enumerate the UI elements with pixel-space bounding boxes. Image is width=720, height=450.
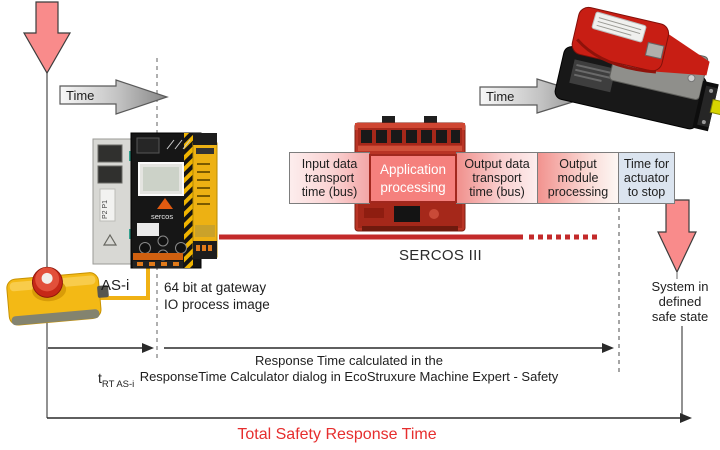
gateway-note-line2: IO process image bbox=[164, 296, 270, 312]
input-data-transport-box: Input data transport time (bus) bbox=[289, 152, 370, 204]
response-caption-line1: Response Time calculated in the bbox=[255, 353, 443, 368]
t-subscript: RT AS-i bbox=[101, 378, 135, 390]
box-text-line: Input data bbox=[301, 157, 358, 171]
safety-controller-image bbox=[354, 116, 466, 232]
system-state-line1: System in bbox=[651, 279, 709, 294]
sercos-bus-label: SERCOS III bbox=[398, 247, 483, 264]
box-text-line: transport bbox=[304, 171, 355, 185]
output-module-processing-box: Output module processing bbox=[537, 152, 619, 204]
servo-actuator-image bbox=[554, 6, 720, 132]
box-text-line: Output data bbox=[464, 157, 530, 171]
response-time-arrow bbox=[164, 343, 614, 353]
gateway-logo-text: sercos bbox=[151, 212, 173, 221]
box-text-line: Output bbox=[559, 157, 597, 171]
response-caption-line2: ResponseTime Calculator dialog in EcoStr… bbox=[139, 368, 559, 384]
gateway-port-label: P2 P1 bbox=[102, 200, 109, 219]
asi-label: AS-i bbox=[101, 277, 130, 294]
t-rt-asi-arrow bbox=[48, 343, 154, 353]
total-response-time-arrow bbox=[47, 413, 692, 423]
box-text-line: module bbox=[557, 171, 599, 185]
box-text-line: time (bus) bbox=[301, 185, 358, 199]
emergency-stop-image bbox=[6, 266, 109, 326]
box-text-line: actuator bbox=[623, 171, 670, 185]
response-time-caption: Response Time calculated in the Response… bbox=[85, 353, 613, 384]
total-safety-response-time-label: Total Safety Response Time bbox=[237, 426, 437, 443]
box-text-line: Application bbox=[379, 161, 447, 177]
time-label-right: Time bbox=[486, 89, 515, 104]
box-text-line: to stop bbox=[627, 185, 666, 199]
output-data-transport-box: Output data transport time (bus) bbox=[456, 152, 538, 204]
red-down-arrow-icon bbox=[22, 1, 72, 75]
box-text-line: Time for bbox=[623, 157, 670, 171]
box-text-line: processing bbox=[547, 185, 609, 199]
application-processing-box: Application processing bbox=[369, 154, 457, 203]
time-label-left: Time bbox=[66, 88, 95, 103]
box-text-line: transport bbox=[472, 171, 522, 185]
system-state-line3: safe state bbox=[651, 308, 709, 324]
box-text-line: time (bus) bbox=[469, 185, 525, 199]
red-down-arrow-right-icon bbox=[657, 199, 697, 274]
gateway-note-line1: 64 bit at gateway bbox=[164, 280, 267, 295]
asi-cable bbox=[98, 266, 150, 300]
system-safe-state-label: System in defined safe state bbox=[634, 279, 720, 324]
time-for-actuator-box: Time for actuator to stop bbox=[618, 152, 675, 204]
system-state-line2: defined bbox=[658, 293, 702, 309]
t-rt-asi-label: tRT AS-i bbox=[98, 370, 134, 390]
box-text-line: processing bbox=[380, 179, 446, 195]
t-base: t bbox=[98, 370, 102, 386]
time-arrow-left-icon bbox=[59, 79, 169, 115]
gateway-note: 64 bit at gateway IO process image bbox=[164, 280, 270, 313]
gateway-device-image: P2 P1 sercos bbox=[92, 132, 218, 269]
